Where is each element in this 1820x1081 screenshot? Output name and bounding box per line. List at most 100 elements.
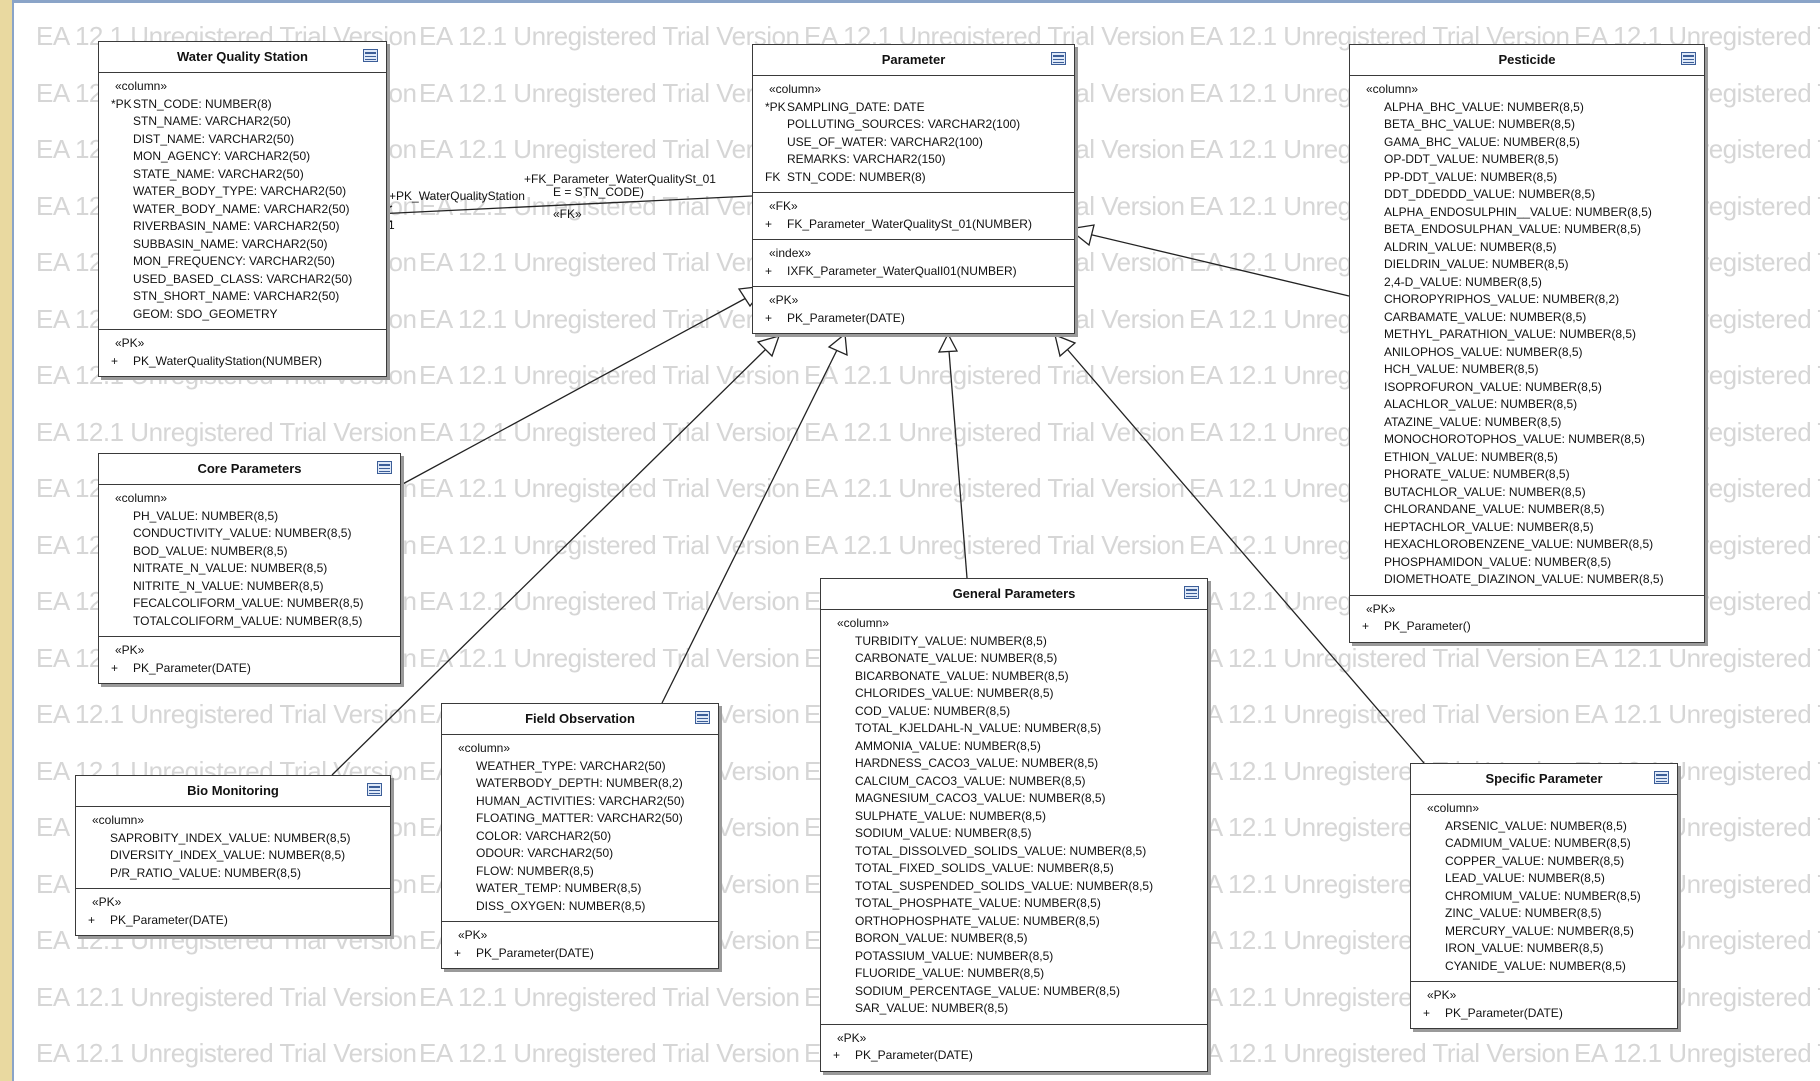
table-row[interactable]: FLOATING_MATTER: VARCHAR2(50) bbox=[458, 810, 712, 828]
table-row[interactable]: POLLUTING_SOURCES: VARCHAR2(100) bbox=[769, 116, 1068, 134]
table-row[interactable]: HEXACHLOROBENZENE_VALUE: NUMBER(8,5) bbox=[1366, 536, 1698, 554]
table-row[interactable]: MERCURY_VALUE: NUMBER(8,5) bbox=[1427, 923, 1671, 941]
table-row[interactable]: MON_AGENCY: VARCHAR2(50) bbox=[115, 148, 380, 166]
table-row[interactable]: +PK_Parameter(DATE) bbox=[88, 912, 384, 930]
table-row[interactable]: BETA_BHC_VALUE: NUMBER(8,5) bbox=[1366, 116, 1698, 134]
table-row[interactable]: +PK_Parameter(DATE) bbox=[111, 660, 394, 678]
table-row[interactable]: GEOM: SDO_GEOMETRY bbox=[115, 306, 380, 324]
table-row[interactable]: HEPTACHLOR_VALUE: NUMBER(8,5) bbox=[1366, 519, 1698, 537]
table-row[interactable]: DISS_OXYGEN: NUMBER(8,5) bbox=[458, 898, 712, 916]
table-row[interactable]: DIOMETHOATE_DIAZINON_VALUE: NUMBER(8,5) bbox=[1366, 571, 1698, 589]
table-field-observation[interactable]: Field Observation«column»WEATHER_TYPE: V… bbox=[441, 703, 719, 969]
table-row[interactable]: TOTAL_PHOSPHATE_VALUE: NUMBER(8,5) bbox=[837, 895, 1201, 913]
table-row[interactable]: BUTACHLOR_VALUE: NUMBER(8,5) bbox=[1366, 484, 1698, 502]
table-row[interactable]: +PK_Parameter(DATE) bbox=[1423, 1005, 1671, 1023]
table-row[interactable]: PHORATE_VALUE: NUMBER(8,5) bbox=[1366, 466, 1698, 484]
table-row[interactable]: USE_OF_WATER: VARCHAR2(100) bbox=[769, 134, 1068, 152]
table-row[interactable]: +FK_Parameter_WaterQualitySt_01(NUMBER) bbox=[765, 216, 1068, 234]
table-row[interactable]: NITRATE_N_VALUE: NUMBER(8,5) bbox=[115, 560, 394, 578]
table-row[interactable]: ALPHA_ENDOSULPHIN__VALUE: NUMBER(8,5) bbox=[1366, 204, 1698, 222]
table-row[interactable]: COD_VALUE: NUMBER(8,5) bbox=[837, 703, 1201, 721]
table-row[interactable]: FECALCOLIFORM_VALUE: NUMBER(8,5) bbox=[115, 595, 394, 613]
table-row[interactable]: BICARBONATE_VALUE: NUMBER(8,5) bbox=[837, 668, 1201, 686]
table-row[interactable]: DIST_NAME: VARCHAR2(50) bbox=[115, 131, 380, 149]
table-row[interactable]: CYANIDE_VALUE: NUMBER(8,5) bbox=[1427, 958, 1671, 976]
table-row[interactable]: ARSENIC_VALUE: NUMBER(8,5) bbox=[1427, 818, 1671, 836]
table-row[interactable]: MON_FREQUENCY: VARCHAR2(50) bbox=[115, 253, 380, 271]
table-row[interactable]: BETA_ENDOSULPHAN_VALUE: NUMBER(8,5) bbox=[1366, 221, 1698, 239]
table-row[interactable]: STN_NAME: VARCHAR2(50) bbox=[115, 113, 380, 131]
table-row[interactable]: LEAD_VALUE: NUMBER(8,5) bbox=[1427, 870, 1671, 888]
table-row[interactable]: SAPROBITY_INDEX_VALUE: NUMBER(8,5) bbox=[92, 830, 384, 848]
table-row[interactable]: CHLORIDES_VALUE: NUMBER(8,5) bbox=[837, 685, 1201, 703]
table-row[interactable]: METHYL_PARATHION_VALUE: NUMBER(8,5) bbox=[1366, 326, 1698, 344]
table-row[interactable]: ETHION_VALUE: NUMBER(8,5) bbox=[1366, 449, 1698, 467]
table-row[interactable]: +PK_Parameter(DATE) bbox=[833, 1047, 1201, 1065]
table-row[interactable]: SODIUM_PERCENTAGE_VALUE: NUMBER(8,5) bbox=[837, 983, 1201, 1001]
table-row[interactable]: RIVERBASIN_NAME: VARCHAR2(50) bbox=[115, 218, 380, 236]
table-row[interactable]: IRON_VALUE: NUMBER(8,5) bbox=[1427, 940, 1671, 958]
table-row[interactable]: PH_VALUE: NUMBER(8,5) bbox=[115, 508, 394, 526]
table-row[interactable]: TOTAL_SUSPENDED_SOLIDS_VALUE: NUMBER(8,5… bbox=[837, 878, 1201, 896]
table-row[interactable]: CARBONATE_VALUE: NUMBER(8,5) bbox=[837, 650, 1201, 668]
table-row[interactable]: COLOR: VARCHAR2(50) bbox=[458, 828, 712, 846]
table-row[interactable]: STN_SHORT_NAME: VARCHAR2(50) bbox=[115, 288, 380, 306]
table-core-parameters[interactable]: Core Parameters«column»PH_VALUE: NUMBER(… bbox=[98, 453, 401, 684]
table-row[interactable]: CALCIUM_CACO3_VALUE: NUMBER(8,5) bbox=[837, 773, 1201, 791]
table-row[interactable]: 2,4-D_VALUE: NUMBER(8,5) bbox=[1366, 274, 1698, 292]
table-row[interactable]: COPPER_VALUE: NUMBER(8,5) bbox=[1427, 853, 1671, 871]
table-row[interactable]: CHOROPYRIPHOS_VALUE: NUMBER(8,2) bbox=[1366, 291, 1698, 309]
table-row[interactable]: *PKSTN_CODE: NUMBER(8) bbox=[111, 96, 380, 114]
table-row[interactable]: REMARKS: VARCHAR2(150) bbox=[769, 151, 1068, 169]
table-row[interactable]: PP-DDT_VALUE: NUMBER(8,5) bbox=[1366, 169, 1698, 187]
table-row[interactable]: SAR_VALUE: NUMBER(8,5) bbox=[837, 1000, 1201, 1018]
table-row[interactable]: SODIUM_VALUE: NUMBER(8,5) bbox=[837, 825, 1201, 843]
table-row[interactable]: ZINC_VALUE: NUMBER(8,5) bbox=[1427, 905, 1671, 923]
table-row[interactable]: USED_BASED_CLASS: VARCHAR2(50) bbox=[115, 271, 380, 289]
table-row[interactable]: TURBIDITY_VALUE: NUMBER(8,5) bbox=[837, 633, 1201, 651]
table-row[interactable]: CONDUCTIVITY_VALUE: NUMBER(8,5) bbox=[115, 525, 394, 543]
table-row[interactable]: CHLORANDANE_VALUE: NUMBER(8,5) bbox=[1366, 501, 1698, 519]
table-row[interactable]: HCH_VALUE: NUMBER(8,5) bbox=[1366, 361, 1698, 379]
table-row[interactable]: ALPHA_BHC_VALUE: NUMBER(8,5) bbox=[1366, 99, 1698, 117]
table-row[interactable]: +PK_Parameter(DATE) bbox=[454, 945, 712, 963]
table-row[interactable]: CADMIUM_VALUE: NUMBER(8,5) bbox=[1427, 835, 1671, 853]
table-row[interactable]: ANILOPHOS_VALUE: NUMBER(8,5) bbox=[1366, 344, 1698, 362]
table-row[interactable]: BOD_VALUE: NUMBER(8,5) bbox=[115, 543, 394, 561]
table-row[interactable]: +PK_Parameter(DATE) bbox=[765, 310, 1068, 328]
table-row[interactable]: POTASSIUM_VALUE: NUMBER(8,5) bbox=[837, 948, 1201, 966]
table-row[interactable]: TOTALCOLIFORM_VALUE: NUMBER(8,5) bbox=[115, 613, 394, 631]
table-row[interactable]: TOTAL_KJELDAHL-N_VALUE: NUMBER(8,5) bbox=[837, 720, 1201, 738]
table-row[interactable]: FLUORIDE_VALUE: NUMBER(8,5) bbox=[837, 965, 1201, 983]
table-row[interactable]: GAMA_BHC_VALUE: NUMBER(8,5) bbox=[1366, 134, 1698, 152]
table-row[interactable]: SULPHATE_VALUE: NUMBER(8,5) bbox=[837, 808, 1201, 826]
table-row[interactable]: CHROMIUM_VALUE: NUMBER(8,5) bbox=[1427, 888, 1671, 906]
table-pesticide[interactable]: Pesticide«column»ALPHA_BHC_VALUE: NUMBER… bbox=[1349, 44, 1705, 643]
table-row[interactable]: P/R_RATIO_VALUE: NUMBER(8,5) bbox=[92, 865, 384, 883]
table-row[interactable]: BORON_VALUE: NUMBER(8,5) bbox=[837, 930, 1201, 948]
table-row[interactable]: ATAZINE_VALUE: NUMBER(8,5) bbox=[1366, 414, 1698, 432]
table-water-quality-station[interactable]: Water Quality Station«column»*PKSTN_CODE… bbox=[98, 41, 387, 377]
table-row[interactable]: PHOSPHAMIDON_VALUE: NUMBER(8,5) bbox=[1366, 554, 1698, 572]
table-row[interactable]: ALDRIN_VALUE: NUMBER(8,5) bbox=[1366, 239, 1698, 257]
table-row[interactable]: ORTHOPHOSPHATE_VALUE: NUMBER(8,5) bbox=[837, 913, 1201, 931]
table-row[interactable]: MONOCHOROTOPHOS_VALUE: NUMBER(8,5) bbox=[1366, 431, 1698, 449]
table-bio-monitoring[interactable]: Bio Monitoring«column»SAPROBITY_INDEX_VA… bbox=[75, 775, 391, 936]
table-row[interactable]: FLOW: NUMBER(8,5) bbox=[458, 863, 712, 881]
table-row[interactable]: OP-DDT_VALUE: NUMBER(8,5) bbox=[1366, 151, 1698, 169]
table-row[interactable]: HARDNESS_CACO3_VALUE: NUMBER(8,5) bbox=[837, 755, 1201, 773]
table-row[interactable]: ALACHLOR_VALUE: NUMBER(8,5) bbox=[1366, 396, 1698, 414]
table-row[interactable]: +PK_WaterQualityStation(NUMBER) bbox=[111, 353, 380, 371]
table-general-parameters[interactable]: General Parameters«column»TURBIDITY_VALU… bbox=[820, 578, 1208, 1072]
table-row[interactable]: STATE_NAME: VARCHAR2(50) bbox=[115, 166, 380, 184]
table-row[interactable]: +IXFK_Parameter_WaterQualI01(NUMBER) bbox=[765, 263, 1068, 281]
table-row[interactable]: TOTAL_FIXED_SOLIDS_VALUE: NUMBER(8,5) bbox=[837, 860, 1201, 878]
table-row[interactable]: DIVERSITY_INDEX_VALUE: NUMBER(8,5) bbox=[92, 847, 384, 865]
table-row[interactable]: SUBBASIN_NAME: VARCHAR2(50) bbox=[115, 236, 380, 254]
table-specific-parameter[interactable]: Specific Parameter«column»ARSENIC_VALUE:… bbox=[1410, 763, 1678, 1029]
table-row[interactable]: ODOUR: VARCHAR2(50) bbox=[458, 845, 712, 863]
table-row[interactable]: WATERBODY_DEPTH: NUMBER(8,2) bbox=[458, 775, 712, 793]
